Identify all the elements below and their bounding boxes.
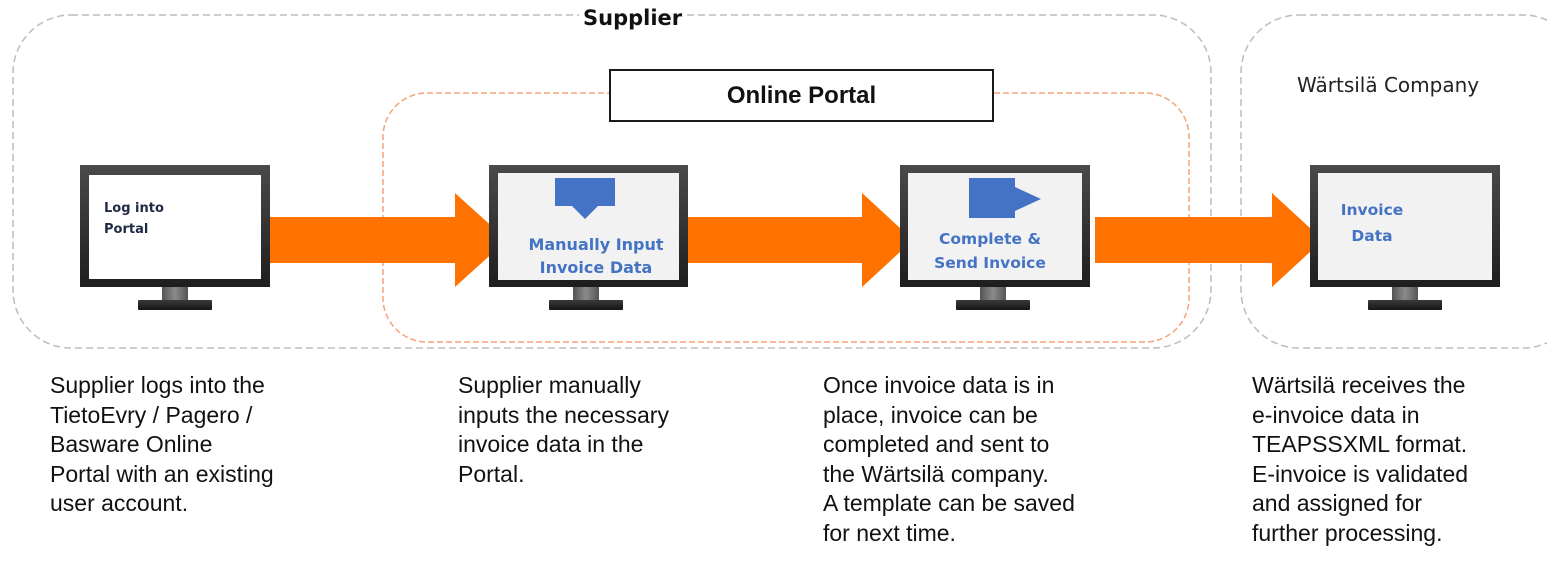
step-3-line-2: Send Invoice (934, 254, 1046, 273)
description-line: Once invoice data is in (823, 372, 1055, 398)
supplier-group-title: Supplier (579, 6, 687, 30)
description-line: invoice data in the (458, 431, 644, 457)
description-line: Wärtsilä receives the (1252, 372, 1466, 398)
online-portal-title: Online Portal (726, 81, 877, 109)
description-line: the Wärtsilä company. (823, 460, 1049, 487)
step-3-screen-text: Complete & Send Invoice (910, 227, 1070, 275)
description-line: Basware Online (50, 431, 213, 457)
step-3-description: Once invoice data is in place, invoice c… (823, 371, 1183, 548)
description-line: Supplier manually (458, 372, 641, 398)
step-4-screen-text: Invoice Data (1322, 198, 1422, 249)
description-line: TietoEvry / Pagero / (50, 401, 253, 428)
description-line: for next time. (823, 519, 956, 546)
flow-arrow-3 (1095, 193, 1323, 287)
description-line: Supplier logs into the (50, 372, 265, 398)
step-1-description: Supplier logs into the TietoEvry / Pager… (50, 371, 340, 519)
description-line: further processing. (1252, 519, 1443, 546)
description-line: TEAPSSXML format. (1252, 431, 1468, 457)
description-line: and assigned for (1252, 490, 1423, 516)
flow-arrow-2 (687, 193, 913, 287)
right-arrow-icon (969, 178, 1041, 218)
step-2-screen-text: Manually Input Invoice Data (500, 233, 692, 279)
description-line: E-invoice is validated (1252, 460, 1469, 487)
step-1-line-1: Log into (104, 201, 164, 216)
step-3-line-1: Complete & (939, 230, 1041, 248)
description-line: Portal with an existing (50, 460, 274, 487)
description-line: user account. (50, 490, 189, 516)
description-line: e-invoice data in (1252, 401, 1420, 428)
step-2-line-2: Invoice Data (539, 258, 653, 278)
monitor-4 (1310, 165, 1500, 310)
step-2-line-1: Manually Input (528, 235, 664, 254)
step-4-line-2: Data (1351, 226, 1393, 245)
description-line: place, invoice can be (823, 401, 1038, 428)
step-2-description: Supplier manually inputs the necessary i… (458, 371, 748, 489)
online-portal-label-box: Online Portal (609, 69, 994, 122)
step-1-line-2: Portal (104, 222, 149, 238)
description-line: inputs the necessary (458, 401, 669, 428)
wartsila-group-title: Wärtsilä Company (1297, 73, 1480, 97)
description-line: Portal. (458, 460, 525, 487)
step-1-screen-text: Log into Portal (104, 198, 224, 241)
monitor-1 (80, 165, 270, 310)
step-4-line-1: Invoice (1340, 201, 1404, 219)
step-4-description: Wärtsilä receives the e-invoice data in … (1252, 371, 1547, 548)
description-line: A template can be saved (823, 490, 1075, 516)
wartsila-group-border (1240, 14, 1547, 349)
flow-arrow-1 (268, 193, 507, 287)
description-line: completed and sent to (823, 431, 1050, 457)
down-arrow-icon (555, 178, 615, 219)
